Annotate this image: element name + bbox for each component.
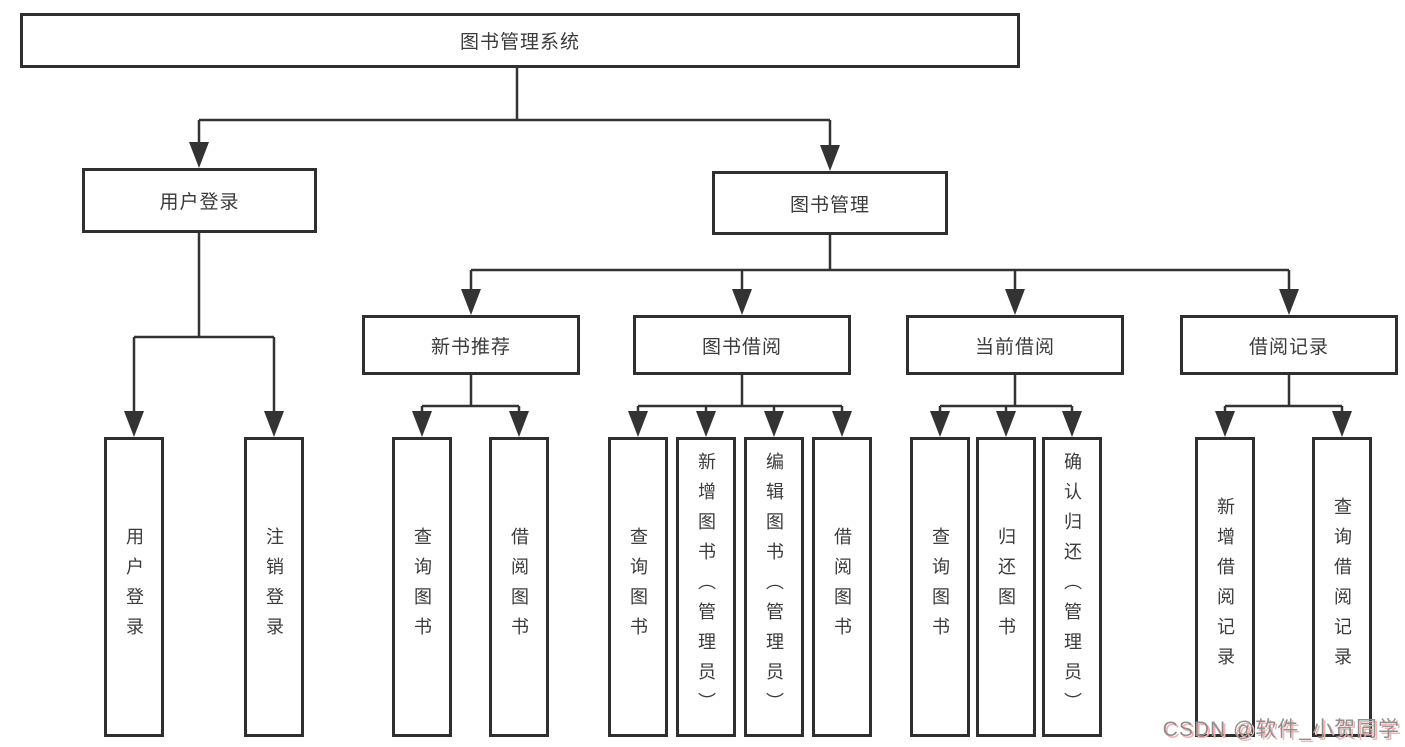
arrowhead-icon (764, 411, 784, 437)
arrowhead-icon (412, 411, 432, 437)
leaf-user-login: 用户登录 (104, 437, 164, 737)
arrowhead-icon (628, 411, 648, 437)
node-new-book-recommendation: 新书推荐 (362, 315, 580, 375)
arrowhead-icon (1062, 411, 1082, 437)
leaf-add-books-admin: 新增图书（管理员） (676, 437, 736, 737)
arrowhead-icon (930, 411, 950, 437)
node-user-login: 用户登录 (82, 168, 317, 233)
csdn-watermark: CSDN @软件_小贺同学 (1162, 718, 1400, 741)
leaf-borrow-books-recommend: 借阅图书 (489, 437, 549, 737)
arrowhead-icon (461, 289, 481, 315)
arrowhead-icon (1215, 411, 1235, 437)
arrowhead-icon (509, 411, 529, 437)
node-borrowing-records: 借阅记录 (1180, 315, 1398, 375)
arrowhead-icon (832, 411, 852, 437)
arrowhead-icon (1005, 289, 1025, 315)
arrowhead-icon (1332, 411, 1352, 437)
node-book-management: 图书管理 (712, 171, 948, 235)
leaf-confirm-return-admin: 确认归还（管理员） (1042, 437, 1102, 737)
arrowhead-icon (264, 411, 284, 437)
node-current-borrowing: 当前借阅 (906, 315, 1124, 375)
leaf-logout: 注销登录 (244, 437, 304, 737)
leaf-add-borrow-record: 新增借阅记录 (1195, 437, 1255, 737)
arrowhead-icon (189, 142, 209, 168)
arrowhead-icon (124, 411, 144, 437)
leaf-query-books-borrowing: 查询图书 (608, 437, 668, 737)
leaf-return-books: 归还图书 (976, 437, 1036, 737)
leaf-borrow-books: 借阅图书 (812, 437, 872, 737)
arrowhead-icon (696, 411, 716, 437)
arrowhead-icon (996, 411, 1016, 437)
arrowhead-icon (820, 145, 840, 171)
leaf-query-borrow-record: 查询借阅记录 (1312, 437, 1372, 737)
arrowheads (124, 142, 1352, 437)
arrowhead-icon (1279, 289, 1299, 315)
leaf-edit-books-admin: 编辑图书（管理员） (744, 437, 804, 737)
node-book-borrowing: 图书借阅 (633, 315, 851, 375)
arrowhead-icon (732, 289, 752, 315)
node-library-management-system: 图书管理系统 (20, 13, 1020, 68)
leaf-query-books-recommend: 查询图书 (392, 437, 452, 737)
leaf-query-books-current: 查询图书 (910, 437, 970, 737)
